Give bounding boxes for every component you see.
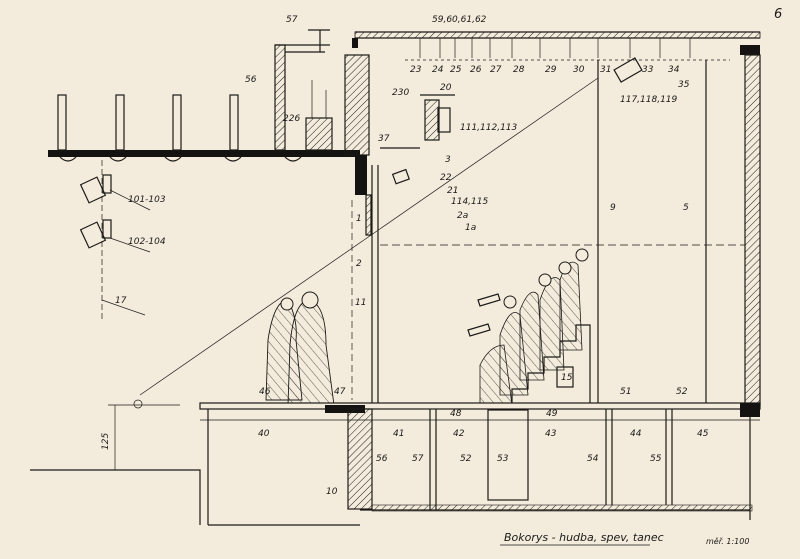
drawing-caption: Bokorys - hudba, spev, tanec [504, 531, 664, 544]
label-56-bottom: 56 [376, 454, 388, 464]
label-102: 102-104 [128, 237, 166, 247]
stage-roof [352, 31, 761, 55]
label-3: 3 [445, 155, 451, 165]
rig-labels: 23 24 25 26 27 28 29 30 31 [410, 65, 611, 75]
label-117: 117,118,119 [620, 95, 678, 105]
label-15: 15 [561, 373, 573, 383]
label-55: 55 [650, 454, 662, 464]
label-21: 21 [447, 186, 458, 196]
balcony-structure [48, 29, 360, 162]
label-11: 11 [355, 298, 366, 308]
hanging-lights-left: 101-103 102-104 17 [79, 160, 166, 320]
drawing-scale: měř. 1:100 [706, 536, 749, 546]
label-34: 34 [668, 65, 680, 75]
label-45: 45 [697, 429, 709, 439]
rear-wall [744, 54, 761, 406]
label-111: 111,112,113 [460, 123, 518, 133]
label-54: 54 [587, 454, 599, 464]
eye-point [133, 399, 143, 409]
rig-27: 27 [490, 65, 502, 75]
label-37: 37 [378, 134, 390, 144]
page-number: 6 [774, 7, 782, 22]
label-46: 46 [259, 387, 271, 397]
label-48: 48 [450, 409, 462, 419]
rig-25: 25 [450, 65, 462, 75]
rig-24: 24 [432, 65, 444, 75]
proscenium-wall [344, 54, 379, 405]
rig-23: 23 [410, 65, 422, 75]
stage-floor [199, 402, 761, 421]
label-44: 44 [630, 429, 642, 439]
label-41: 41 [393, 429, 404, 439]
label-51: 51 [620, 387, 631, 397]
label-53: 53 [497, 454, 509, 464]
understage-rooms [207, 408, 753, 526]
rig-28: 28 [513, 65, 525, 75]
label-43: 43 [545, 429, 557, 439]
label-20: 20 [440, 83, 452, 93]
label-40: 40 [258, 429, 270, 439]
label-57-bottom: 57 [412, 454, 424, 464]
rig-29: 29 [545, 65, 557, 75]
label-114: 114,115 [451, 197, 488, 207]
performers [265, 248, 589, 406]
rig-26: 26 [470, 65, 482, 75]
label-230: 230 [392, 88, 409, 98]
label-10: 10 [326, 487, 338, 497]
label-52-bottom: 52 [460, 454, 472, 464]
label-22: 22 [440, 173, 452, 183]
projector-booth [380, 94, 455, 185]
sightline [139, 77, 599, 396]
spotlight-33: 33 34 35 117,118,119 [613, 57, 690, 105]
label-101: 101-103 [128, 195, 166, 205]
band-risers [511, 324, 591, 406]
label-49: 49 [546, 409, 558, 419]
rig-31: 31 [600, 65, 611, 75]
label-5: 5 [683, 203, 689, 213]
label-57-top: 57 [286, 15, 298, 25]
label-42: 42 [453, 429, 465, 439]
label-52-top: 52 [676, 387, 688, 397]
label-9: 9 [610, 203, 616, 213]
label-125: 125 [101, 433, 111, 450]
label-1: 1 [356, 214, 362, 224]
label-226: 226 [283, 114, 300, 124]
label-35: 35 [678, 80, 690, 90]
label-17: 17 [115, 296, 127, 306]
ground-line [30, 469, 201, 525]
label-2a: 2a [457, 211, 468, 221]
label-59: 59,60,61,62 [432, 15, 487, 25]
label-1a: 1a [465, 223, 476, 233]
label-2: 2 [356, 259, 362, 269]
rig-30: 30 [573, 65, 585, 75]
label-47: 47 [334, 387, 346, 397]
label-33: 33 [642, 65, 654, 75]
rigging-battens [405, 38, 730, 61]
label-56-left: 56 [245, 75, 257, 85]
